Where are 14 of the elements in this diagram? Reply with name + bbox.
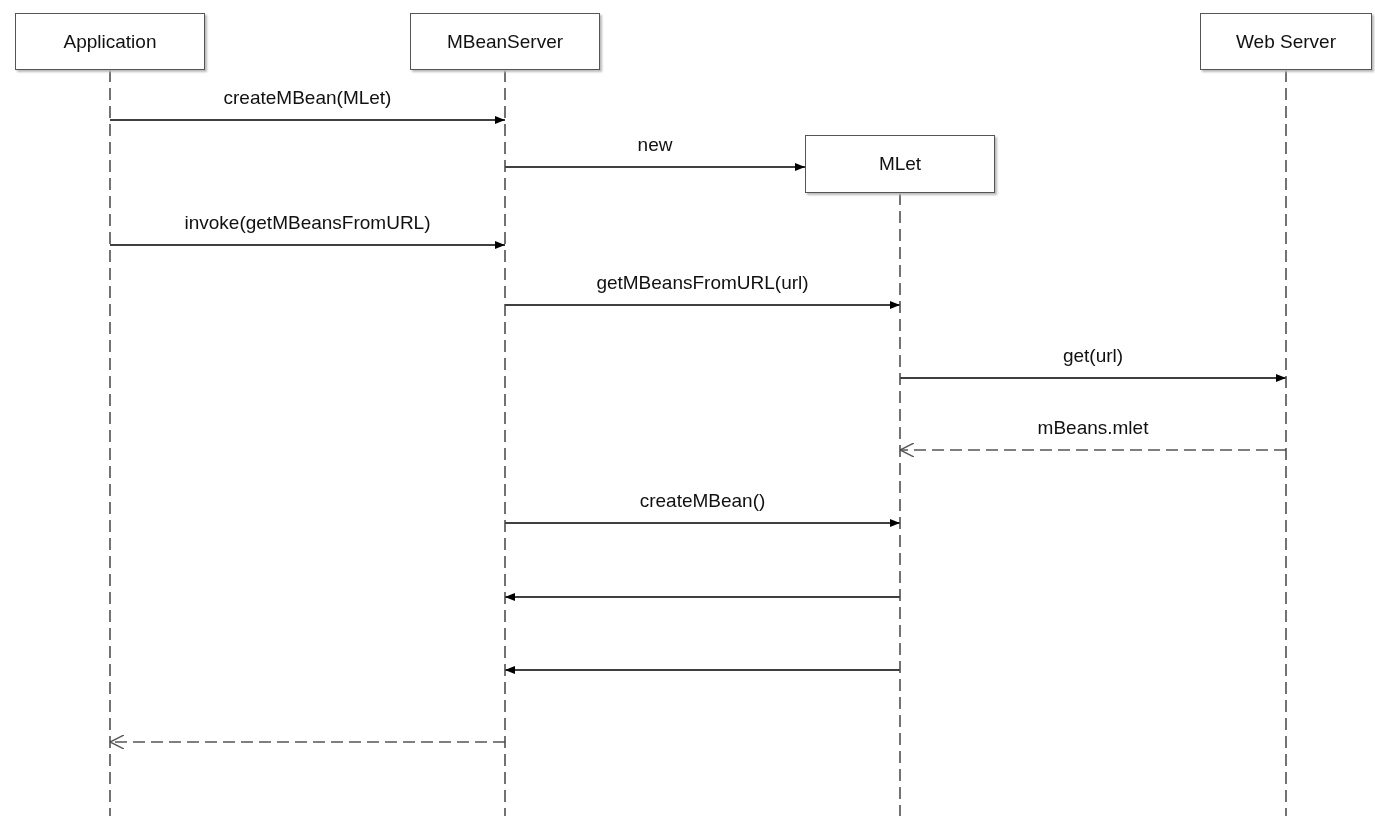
message-arrow bbox=[504, 593, 901, 601]
participant-box: Web Server bbox=[1200, 13, 1372, 70]
return-arrow bbox=[899, 442, 1287, 458]
participant-box: MLet bbox=[805, 135, 995, 193]
message-arrow bbox=[109, 241, 506, 249]
message-arrow bbox=[504, 301, 901, 309]
message-arrow bbox=[899, 374, 1287, 382]
participant-box: Application bbox=[15, 13, 205, 70]
participant-box: MBeanServer bbox=[410, 13, 600, 70]
message-arrow bbox=[504, 666, 901, 674]
message-arrow bbox=[504, 519, 901, 527]
message-arrow bbox=[504, 163, 806, 171]
message-arrow bbox=[109, 116, 506, 124]
return-arrow bbox=[109, 734, 506, 750]
